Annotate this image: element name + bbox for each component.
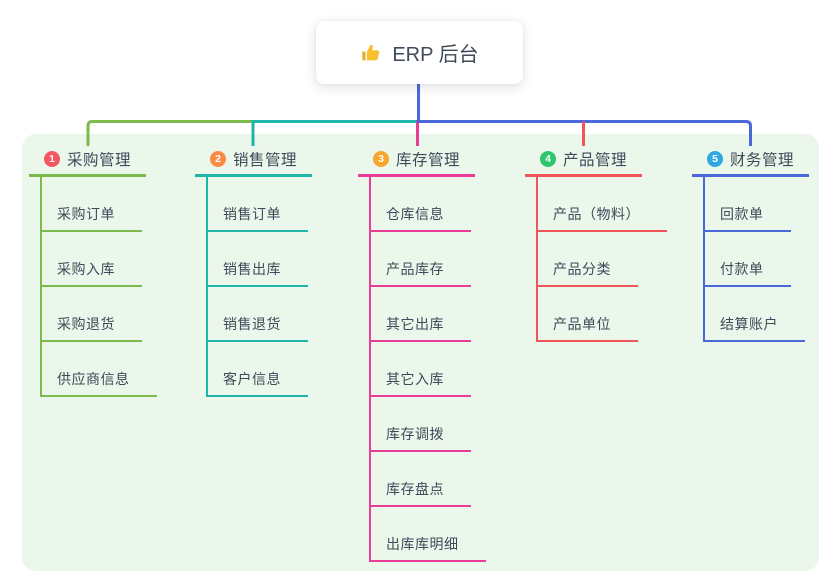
child-node-label: 付款单 (720, 261, 764, 277)
child-node-label: 供应商信息 (57, 371, 130, 387)
child-node[interactable]: 采购退货 (42, 287, 142, 342)
branch-header-purchase[interactable]: 1 采购管理 (29, 148, 146, 177)
child-node[interactable]: 库存盘点 (371, 452, 471, 507)
branch-children: 产品（物料） 产品分类产品单位 (536, 177, 667, 342)
child-node-label: 销售出库 (223, 261, 281, 277)
child-node-label: 仓库信息 (386, 206, 444, 222)
child-node[interactable]: 产品单位 (538, 287, 638, 342)
branch-label: 产品管理 (563, 152, 628, 169)
child-node-label: 销售订单 (223, 206, 281, 222)
branch-header-product[interactable]: 4 产品管理 (525, 148, 642, 177)
branch-label: 采购管理 (67, 152, 132, 169)
child-node[interactable]: 供应商信息 (42, 342, 157, 397)
child-node[interactable]: 付款单 (705, 232, 791, 287)
branch-index-badge: 2 (210, 151, 226, 167)
child-node-label: 采购订单 (57, 206, 115, 222)
child-node-label: 结算账户 (720, 316, 778, 332)
branch-index-badge: 4 (540, 151, 556, 167)
branch-children: 采购订单采购入库采购退货供应商信息 (40, 177, 157, 397)
child-node[interactable]: 回款单 (705, 177, 791, 232)
branch-inventory: 3 库存管理 仓库信息产品库存其它出库其它入库库存调拨库存盘点出库库明细 (358, 148, 486, 562)
child-node[interactable]: 库存调拨 (371, 397, 471, 452)
child-node-label: 采购退货 (57, 316, 115, 332)
branch-index-badge: 1 (44, 151, 60, 167)
child-node-label: 库存调拨 (386, 426, 444, 442)
child-node-label: 采购入库 (57, 261, 115, 277)
child-node[interactable]: 其它出库 (371, 287, 471, 342)
child-node[interactable]: 产品库存 (371, 232, 471, 287)
thumbs-up-icon (362, 44, 380, 60)
branch-header-sales[interactable]: 2 销售管理 (195, 148, 312, 177)
child-node-label: 出库库明细 (386, 536, 459, 552)
branch-product: 4 产品管理 产品（物料） 产品分类产品单位 (525, 148, 667, 342)
branch-index-badge: 5 (707, 151, 723, 167)
branch-header-finance[interactable]: 5 财务管理 (692, 148, 809, 177)
child-node[interactable]: 采购入库 (42, 232, 142, 287)
child-node-label: 其它出库 (386, 316, 444, 332)
child-node-label: 销售退货 (223, 316, 281, 332)
child-node-label: 客户信息 (223, 371, 281, 387)
child-node[interactable]: 结算账户 (705, 287, 805, 342)
branch-children: 回款单付款单结算账户 (703, 177, 805, 342)
child-node[interactable]: 产品分类 (538, 232, 638, 287)
branch-children: 销售订单销售出库销售退货客户信息 (206, 177, 308, 397)
branch-sales: 2 销售管理 销售订单销售出库销售退货客户信息 (195, 148, 312, 397)
branch-purchase: 1 采购管理 采购订单采购入库采购退货供应商信息 (29, 148, 157, 397)
child-node[interactable]: 客户信息 (208, 342, 308, 397)
child-node-label: 产品单位 (553, 316, 611, 332)
root-node-label: ERP 后台 (392, 44, 479, 66)
child-node[interactable]: 出库库明细 (371, 507, 486, 562)
child-node-label: 库存盘点 (386, 481, 444, 497)
branch-header-inventory[interactable]: 3 库存管理 (358, 148, 475, 177)
child-node-label: 产品分类 (553, 261, 611, 277)
branch-label: 库存管理 (396, 152, 461, 169)
child-node-label: 其它入库 (386, 371, 444, 387)
root-node[interactable]: ERP 后台 (316, 21, 523, 84)
branch-label: 销售管理 (233, 152, 298, 169)
child-node-label: 产品库存 (386, 261, 444, 277)
child-node[interactable]: 销售出库 (208, 232, 308, 287)
child-node-label: 回款单 (720, 206, 764, 222)
branch-index-badge: 3 (373, 151, 389, 167)
mindmap-canvas-panel (22, 134, 819, 571)
branch-label: 财务管理 (730, 152, 795, 169)
child-node[interactable]: 销售订单 (208, 177, 308, 232)
child-node[interactable]: 采购订单 (42, 177, 142, 232)
child-node-label: 产品（物料） (553, 206, 640, 222)
branch-children: 仓库信息产品库存其它出库其它入库库存调拨库存盘点出库库明细 (369, 177, 486, 562)
branch-finance: 5 财务管理 回款单付款单结算账户 (692, 148, 809, 342)
child-node[interactable]: 销售退货 (208, 287, 308, 342)
child-node[interactable]: 其它入库 (371, 342, 471, 397)
child-node[interactable]: 产品（物料） (538, 177, 667, 232)
child-node[interactable]: 仓库信息 (371, 177, 471, 232)
